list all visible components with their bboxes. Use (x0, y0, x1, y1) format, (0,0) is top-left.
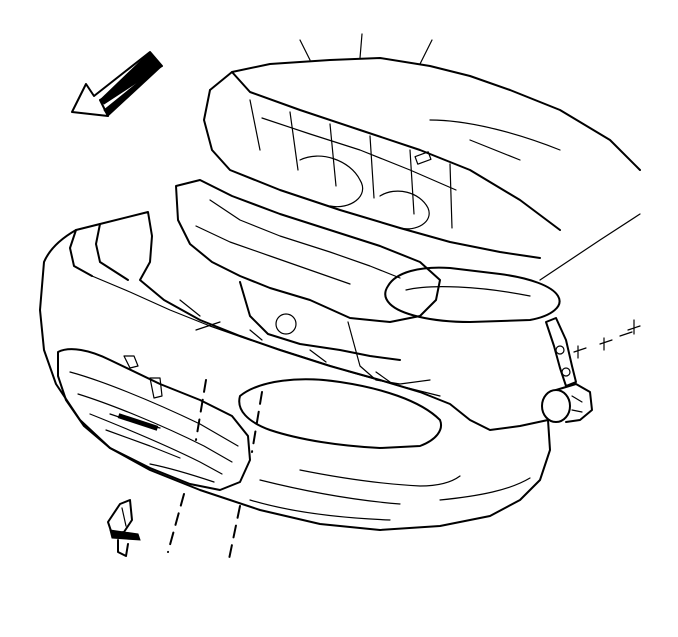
fog-lamp-bracket (545, 317, 577, 387)
fastener-bolts (573, 319, 641, 359)
direction-arrow (71, 51, 163, 117)
fog-lamp (541, 383, 593, 423)
headlamp-assembly (384, 213, 641, 323)
engine-compartment (203, 33, 641, 259)
grille-opening (57, 348, 251, 491)
radiator-support (175, 179, 441, 385)
push-pin-retainer (107, 499, 141, 557)
alignment-lines (167, 321, 263, 565)
front-bumper-fascia (39, 211, 551, 531)
